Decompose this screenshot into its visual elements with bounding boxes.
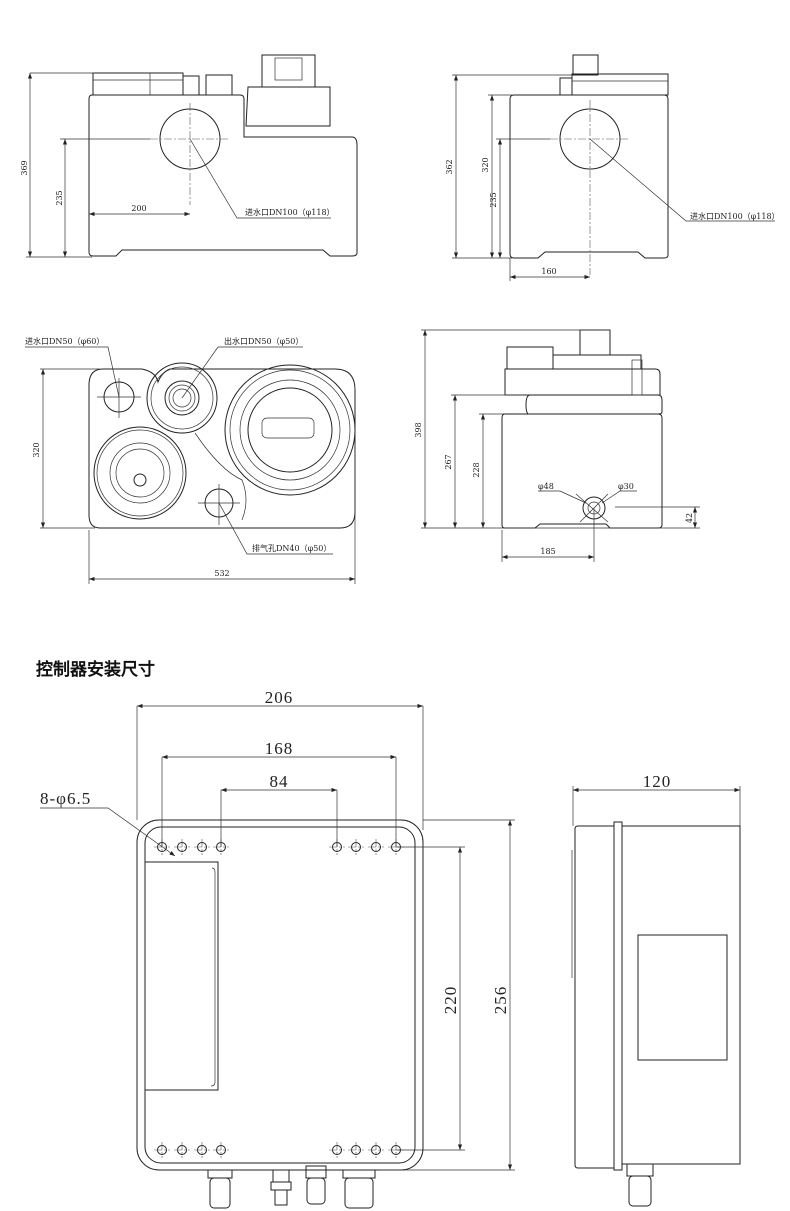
hole-centerline (348, 1142, 364, 1158)
dim-height-369: 369 (20, 160, 29, 175)
pump-side-view: 398 267 228 42 185 φ48 φ30 (414, 329, 700, 562)
inlet-label-dn100: 进水口DN100（φ118） (245, 207, 335, 217)
dim-hole-span-168: 168 (265, 739, 294, 758)
dim-depth-120: 120 (643, 772, 672, 791)
dim-hole-span-84: 84 (270, 772, 289, 791)
dim-offset-160: 160 (541, 267, 556, 276)
hole-centerline (368, 1142, 384, 1158)
inlet-label-dn100-right: 进水口DN100（φ118） (690, 211, 780, 221)
inlet-label-dn50: 进水口DN50（φ60） (25, 336, 104, 346)
outlet-label-dn50: 出水口DN50（φ50） (224, 336, 303, 346)
outer-diameter-label: φ48 (538, 482, 554, 491)
hole-centerline (194, 839, 210, 855)
hole-centerline (329, 1142, 345, 1158)
dim-hole-vertical-220: 220 (441, 986, 460, 1015)
controller-front-view: 206 168 84 8-φ6.5 220 256 (40, 688, 515, 1209)
dim-height-398: 398 (414, 422, 423, 437)
dim-height-362: 362 (445, 159, 454, 174)
pump-top-view: 320 532 进水口DN50（φ60） 出水口DN50（φ50） 排气孔DN4… (25, 336, 356, 584)
dim-height-42: 42 (685, 513, 694, 523)
hole-centerline (368, 839, 384, 855)
section-title: 控制器安装尺寸 (36, 660, 155, 680)
dim-offset-185: 185 (540, 547, 555, 556)
dim-inlet-offset-200: 200 (131, 204, 146, 213)
inner-diameter-label: φ30 (618, 482, 634, 491)
dim-width-532: 532 (214, 569, 229, 578)
hole-centerline (194, 1142, 210, 1158)
hole-centerline (174, 1142, 190, 1158)
hole-callout: 8-φ6.5 (40, 789, 91, 808)
dim-inlet-height-235: 235 (55, 190, 64, 205)
dim-height-235: 235 (489, 192, 498, 207)
dim-height-256: 256 (491, 986, 510, 1015)
pump-front-left-view: 369 235 200 进水口DN100（φ118） (20, 54, 358, 258)
hole-centerline (154, 1142, 170, 1158)
dim-height-267: 267 (444, 454, 453, 469)
vent-label-dn40: 排气孔DN40（φ50） (252, 543, 331, 553)
dim-height-228: 228 (472, 462, 481, 477)
hole-centerline (348, 839, 364, 855)
dim-depth-320: 320 (32, 442, 41, 457)
pump-front-right-view: 362 320 235 160 进水口DN100（φ118） (445, 54, 780, 281)
dim-height-320: 320 (481, 157, 490, 172)
hole-centerline (174, 839, 190, 855)
controller-side-view: 120 (571, 772, 741, 1207)
hole-centerline (213, 1142, 229, 1158)
dim-width-206: 206 (265, 688, 294, 707)
